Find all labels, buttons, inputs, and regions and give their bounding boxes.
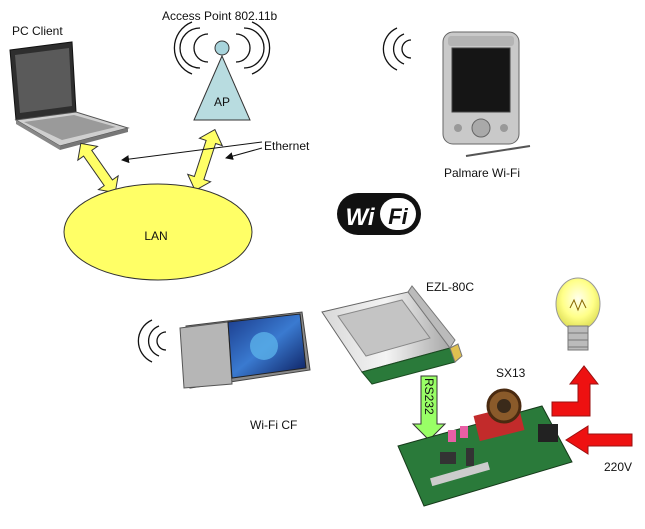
wifi-signal-icon xyxy=(137,319,167,363)
wifi-logo-left-text: Wi xyxy=(345,204,375,231)
power-out-arrow xyxy=(551,365,600,417)
lan-label: LAN xyxy=(144,229,167,243)
ethernet-pointer-right xyxy=(225,147,263,160)
sx13-label: SX13 xyxy=(496,366,526,380)
wifi-signal-icon xyxy=(173,21,271,75)
wifi-logo-right-text: Fi xyxy=(388,204,408,229)
circuit-board-icon xyxy=(397,388,573,507)
wifi-cf-label: Wi-Fi CF xyxy=(250,418,298,432)
ethernet-pointer-left xyxy=(121,141,263,164)
wifi-signal-icon xyxy=(382,27,412,71)
access-point-label: Access Point 802.11b xyxy=(162,9,278,23)
cf-adapter-icon xyxy=(321,285,463,385)
light-bulb-icon xyxy=(555,277,601,351)
access-point-icon xyxy=(193,40,251,121)
wifi-logo: Wi Fi xyxy=(337,193,421,235)
laptop-icon xyxy=(9,41,130,150)
voltage-label: 220V xyxy=(604,460,633,474)
pc-client-label: PC Client xyxy=(12,24,63,38)
rs232-label: RS232 xyxy=(422,378,436,415)
ezl-label: EZL-80C xyxy=(426,280,475,294)
palmare-label: Palmare Wi-Fi xyxy=(444,166,521,180)
wifi-card-icon xyxy=(179,311,311,389)
ap-lan-double-arrow xyxy=(186,128,224,192)
power-in-arrow xyxy=(565,425,633,455)
ethernet-label: Ethernet xyxy=(264,139,310,153)
pda-icon xyxy=(442,31,531,157)
ap-label: AP xyxy=(214,95,230,109)
rs232-arrow xyxy=(411,375,447,441)
lan-ellipse xyxy=(63,183,253,281)
